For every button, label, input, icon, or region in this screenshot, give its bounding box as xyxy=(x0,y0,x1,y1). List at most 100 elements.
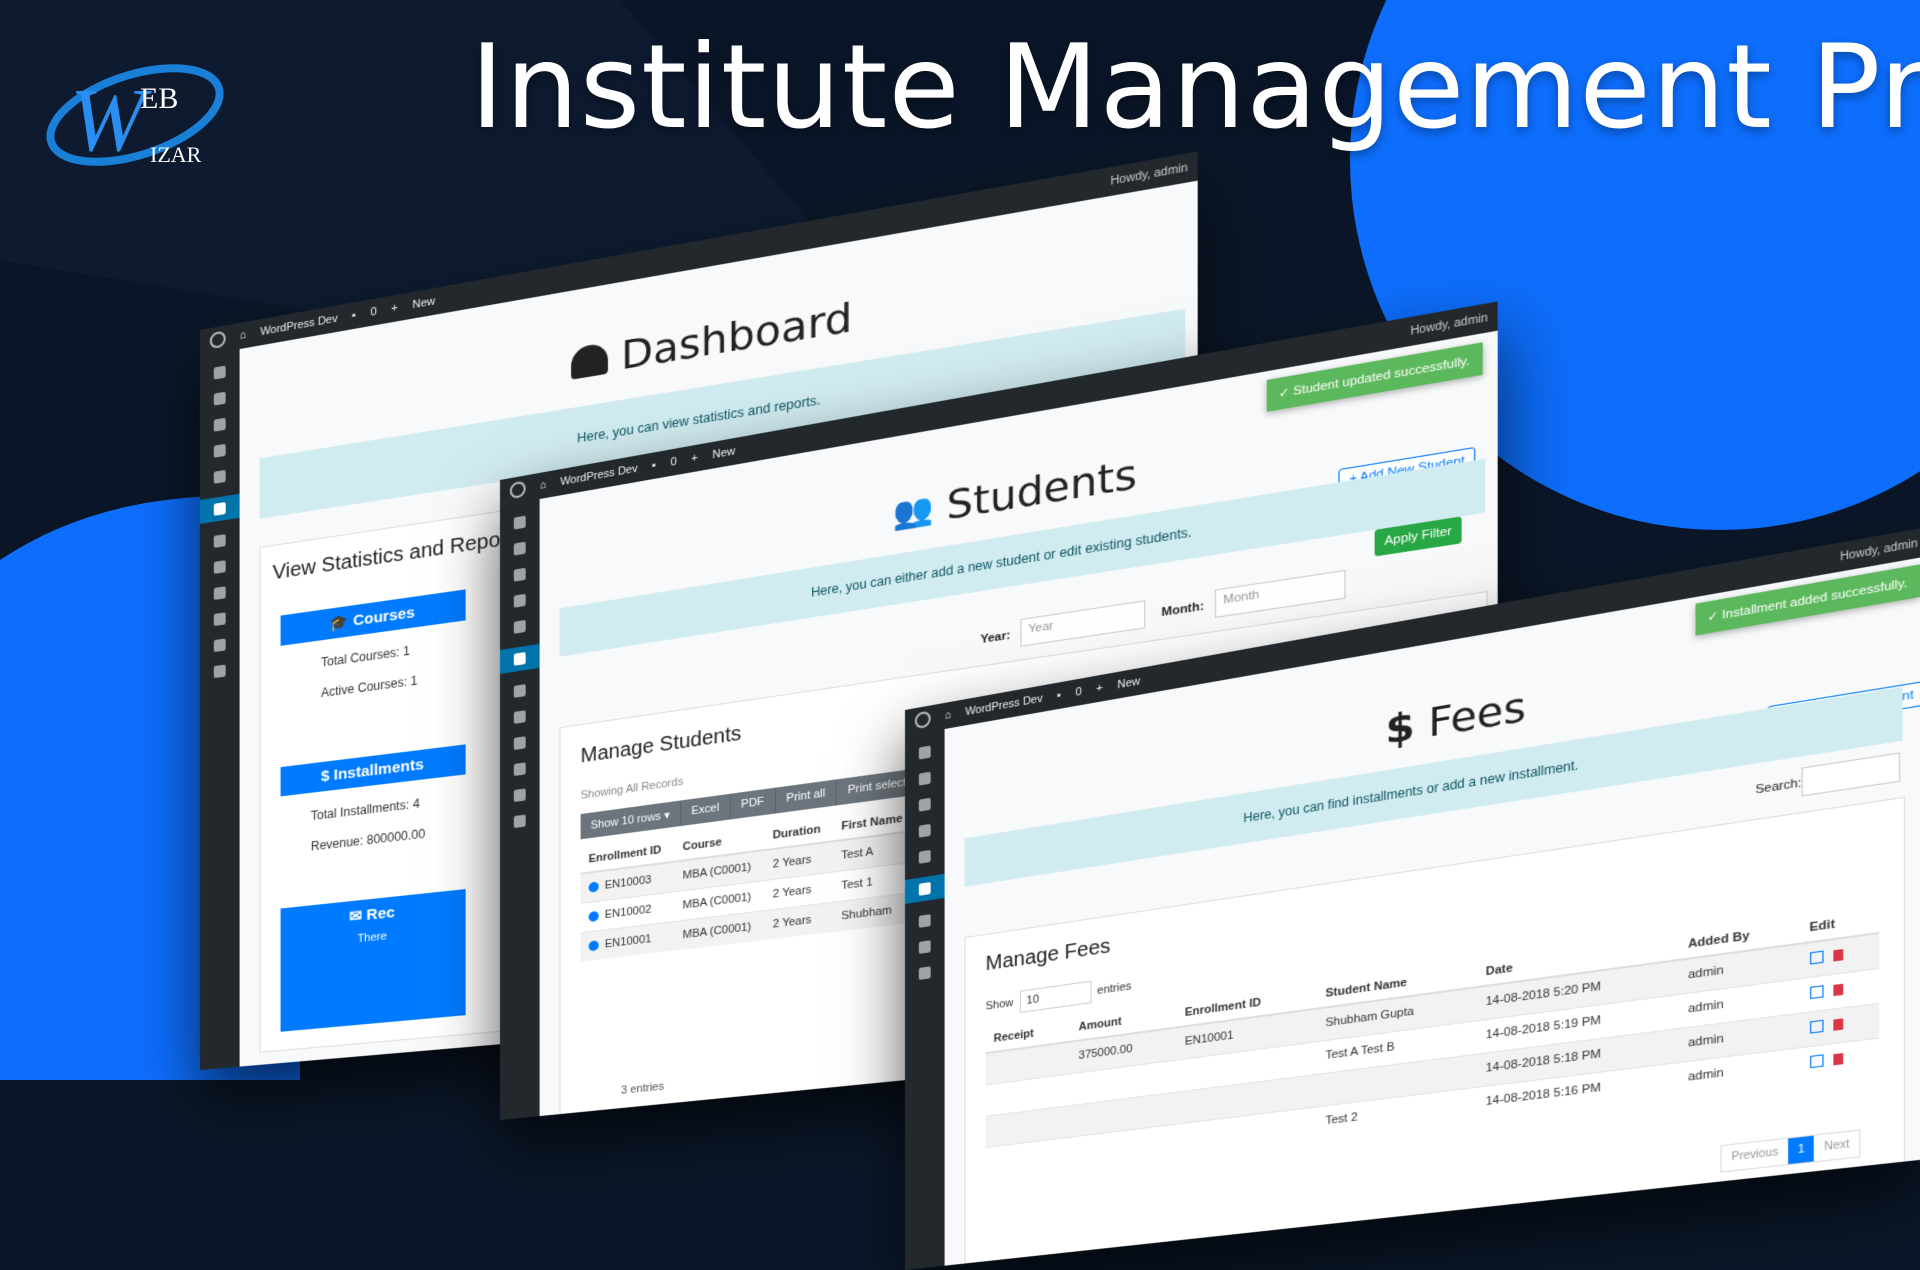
wordpress-icon[interactable] xyxy=(915,710,931,729)
comments-menu-icon[interactable] xyxy=(214,470,226,484)
play-icon[interactable] xyxy=(214,664,226,678)
comments-count: 0 xyxy=(370,306,376,319)
graduation-cap-icon xyxy=(514,652,526,666)
pin-icon[interactable] xyxy=(919,772,931,786)
plugins-icon[interactable] xyxy=(214,560,226,574)
tools-icon[interactable] xyxy=(214,612,226,626)
pagination: Previous 1 Next xyxy=(1721,1129,1861,1172)
pager-page-1[interactable]: 1 xyxy=(1788,1136,1814,1165)
sidebar-item-institute[interactable] xyxy=(200,494,240,524)
comments-count: 0 xyxy=(1075,686,1081,699)
graduation-cap-icon xyxy=(919,882,931,896)
appearance-icon[interactable] xyxy=(919,914,931,928)
trash-icon[interactable] xyxy=(1833,1018,1843,1030)
trash-icon[interactable] xyxy=(1833,984,1843,996)
entries-label: entries xyxy=(1097,980,1131,997)
dashboard-icon[interactable] xyxy=(214,366,226,380)
pin-icon[interactable] xyxy=(214,392,226,406)
envelope-icon: ✉ xyxy=(349,907,362,926)
plus-icon[interactable]: + xyxy=(1096,682,1103,695)
showing-records: Showing All Records xyxy=(581,776,684,802)
comments-menu-icon[interactable] xyxy=(919,850,931,864)
plus-icon[interactable]: + xyxy=(391,302,398,315)
users-icon[interactable] xyxy=(514,736,526,750)
plus-icon[interactable]: + xyxy=(691,452,698,465)
dashboard-icon[interactable] xyxy=(514,516,526,530)
settings-icon[interactable] xyxy=(514,788,526,802)
wordpress-icon[interactable] xyxy=(510,480,526,499)
sidebar-item-institute[interactable] xyxy=(500,644,540,674)
sidebar-item-institute[interactable] xyxy=(905,874,945,904)
pager-next[interactable]: Next xyxy=(1814,1131,1859,1162)
comments-menu-icon[interactable] xyxy=(514,620,526,634)
show-label: Show xyxy=(986,997,1014,1013)
entries-select[interactable]: 10 xyxy=(1019,981,1091,1013)
new-link[interactable]: New xyxy=(1117,675,1140,691)
pager-previous[interactable]: Previous xyxy=(1722,1139,1788,1172)
users-icon[interactable] xyxy=(919,966,931,980)
courses-label: Courses xyxy=(353,604,415,630)
users-icon[interactable] xyxy=(214,586,226,600)
toolbar-print-all[interactable]: Print all xyxy=(776,779,837,813)
media-icon[interactable] xyxy=(214,418,226,432)
expand-icon[interactable] xyxy=(589,911,599,922)
expand-icon[interactable] xyxy=(589,940,599,951)
plugins-icon[interactable] xyxy=(919,940,931,954)
entries-value: 10 xyxy=(1027,993,1039,1007)
cell-enrollment-text: EN10002 xyxy=(605,903,652,921)
settings-icon[interactable] xyxy=(214,638,226,652)
new-link[interactable]: New xyxy=(712,445,735,461)
month-input[interactable]: Month xyxy=(1215,570,1346,618)
cell-enrollment-text: EN10001 xyxy=(605,933,652,951)
gauge-icon xyxy=(571,342,608,380)
logo-text-top: EB xyxy=(140,82,178,115)
appearance-icon[interactable] xyxy=(514,684,526,698)
comments-icon[interactable]: ▪ xyxy=(352,309,356,322)
check-icon: ✓ xyxy=(1707,610,1718,625)
dashboard-icon[interactable] xyxy=(919,746,931,760)
edit-icon[interactable] xyxy=(1810,1054,1823,1068)
dollar-icon: $ xyxy=(1385,702,1414,754)
toolbar-pdf[interactable]: PDF xyxy=(731,788,776,820)
pages-icon[interactable] xyxy=(919,824,931,838)
logo-text-bottom: IZAR xyxy=(150,142,202,167)
play-icon[interactable] xyxy=(514,814,526,828)
wordpress-icon[interactable] xyxy=(210,330,226,349)
search-input[interactable] xyxy=(1802,752,1901,796)
comments-icon[interactable]: ▪ xyxy=(1057,689,1061,702)
pages-icon[interactable] xyxy=(214,444,226,458)
media-icon[interactable] xyxy=(919,798,931,812)
recent-text: There xyxy=(281,922,466,953)
appearance-icon[interactable] xyxy=(214,534,226,548)
media-icon[interactable] xyxy=(514,568,526,582)
tools-icon[interactable] xyxy=(514,762,526,776)
plugins-icon[interactable] xyxy=(514,710,526,724)
total-installments: Total Installments: 4 xyxy=(311,796,420,823)
home-icon[interactable]: ⌂ xyxy=(945,709,952,722)
expand-icon[interactable] xyxy=(589,882,599,893)
page-title-text: Students xyxy=(947,450,1137,529)
toolbar-excel[interactable]: Excel xyxy=(681,794,731,826)
users-group-icon: 👥 xyxy=(893,489,934,533)
edit-icon[interactable] xyxy=(1810,985,1823,999)
year-input[interactable]: Year xyxy=(1020,600,1145,647)
home-icon[interactable]: ⌂ xyxy=(540,479,547,492)
edit-icon[interactable] xyxy=(1810,951,1823,965)
headline: Institute Management Pro xyxy=(470,20,1920,155)
entries-footer: 3 entries xyxy=(621,1080,664,1097)
page-title: $ Fees xyxy=(1385,683,1526,753)
page-title-text: Dashboard xyxy=(621,293,852,379)
home-icon[interactable]: ⌂ xyxy=(240,329,247,342)
stats-heading: View Statistics and Reports xyxy=(273,525,524,586)
pages-icon[interactable] xyxy=(514,594,526,608)
comments-count: 0 xyxy=(670,456,676,469)
trash-icon[interactable] xyxy=(1833,949,1843,961)
new-link[interactable]: New xyxy=(412,295,435,311)
trash-icon[interactable] xyxy=(1833,1053,1843,1065)
toolbar-show-rows[interactable]: Show 10 rows ▾ xyxy=(581,800,681,839)
pin-icon[interactable] xyxy=(514,542,526,556)
manage-fees-card: Manage Fees Show 10 entries Receipt Amou… xyxy=(965,797,1906,1270)
toast-text: Student updated successfully. xyxy=(1293,355,1470,399)
comments-icon[interactable]: ▪ xyxy=(652,459,656,472)
edit-icon[interactable] xyxy=(1810,1020,1823,1034)
